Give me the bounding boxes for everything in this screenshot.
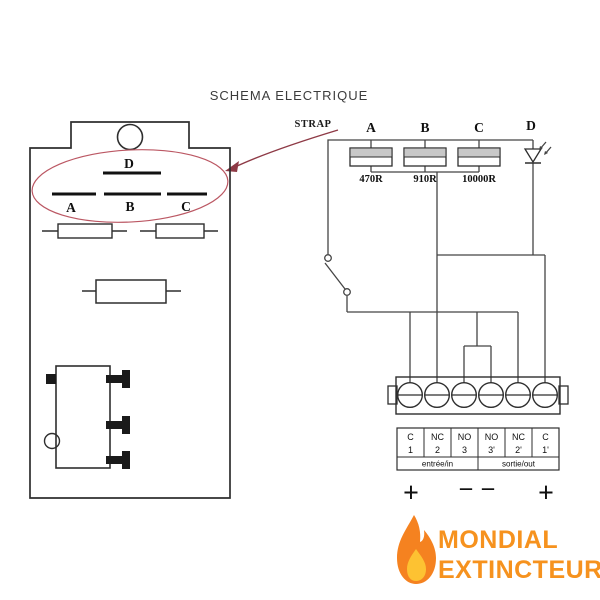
terminal-num-4: 3' (488, 445, 495, 455)
device-top-circle (116, 123, 144, 151)
connector-body (55, 365, 111, 469)
pin-bar (106, 421, 130, 429)
terminal-screw-2 (424, 382, 451, 409)
strap-arrow-line (234, 129, 339, 168)
led-arrow-head-2 (544, 151, 548, 155)
terminal-code-5: NC (512, 432, 525, 442)
terminal-screw-4 (478, 382, 505, 409)
diode-label: D (526, 118, 536, 133)
resistor-label: B (420, 120, 429, 135)
circuit-wires (327, 139, 546, 383)
terminal-num-3: 3 (462, 445, 467, 455)
device-label-b: B (125, 199, 134, 214)
connector-pin-3 (106, 451, 130, 469)
flame-icon (397, 515, 436, 584)
polarity-minus-mid: – – (459, 475, 496, 501)
terminal-table: C NC NO NO NC C 1 2 3 3' 2' 1' entrée/in… (396, 427, 560, 471)
io-label-out: sortie/out (502, 460, 536, 469)
connector-ring (43, 432, 61, 450)
polarity-plus-right: + (538, 478, 554, 509)
terminal-screw-3 (451, 382, 478, 409)
strap-arrow-icon (225, 129, 339, 172)
switch-lever (324, 262, 346, 290)
pin-bar (106, 375, 130, 383)
device-label-d: D (124, 156, 134, 171)
device-component-box (82, 279, 181, 304)
page-title: SCHEMA ELECTRIQUE (210, 88, 369, 103)
terminal-num-2: 2 (435, 445, 440, 455)
diode-triangle (523, 148, 543, 164)
resistor-body (57, 223, 113, 239)
resistor-band (349, 147, 393, 158)
resistor-label: C (474, 120, 484, 135)
terminal-screw-5 (505, 382, 532, 409)
terminal-num-5: 2' (515, 445, 522, 455)
flame-outer (397, 515, 436, 584)
resistor-value: 910R (413, 174, 437, 185)
connector-pin-1 (106, 370, 130, 388)
terminal-num-1: 1 (408, 445, 413, 455)
resistor-body (155, 223, 205, 239)
component-body (95, 279, 167, 304)
block-body (395, 376, 561, 415)
terminal-code-6: C (542, 432, 549, 442)
resistor-label: A (366, 120, 376, 135)
flame-inner (407, 549, 426, 581)
logo-line2: EXTINCTEUR (438, 556, 600, 584)
device-label-a: A (66, 200, 76, 215)
pin-head (122, 451, 130, 469)
terminal-screw-1 (397, 382, 424, 409)
strap-pads (52, 171, 207, 196)
terminal-code-4: NO (485, 432, 499, 442)
strap-highlight-ellipse (31, 149, 229, 223)
circuit-view: A 470R B 910R C 10000R D (324, 118, 569, 509)
diode-d: D (523, 118, 552, 164)
switch-contact-top (324, 254, 332, 262)
pin-head (122, 416, 130, 434)
resistor-value: 10000R (462, 174, 496, 185)
polarity-plus-left: + (403, 478, 419, 509)
device-resistor-left (42, 223, 127, 239)
resistor-band (403, 147, 447, 158)
device-view: D A B C (29, 121, 231, 499)
device-resistor-right (140, 223, 218, 239)
io-label-in: entrée/in (422, 460, 453, 469)
terminal-block (387, 376, 569, 415)
device-label-c: C (181, 199, 191, 214)
resistor-value: 470R (359, 174, 383, 185)
block-tab-right (558, 385, 569, 405)
resistor-b: B 910R (403, 120, 447, 185)
device-connector (43, 365, 130, 469)
device-outline (29, 121, 231, 499)
switch-contact-bottom (343, 288, 351, 296)
terminal-code-1: C (407, 432, 414, 442)
table-grid (397, 428, 559, 470)
resistor-c: C 10000R (457, 120, 501, 185)
resistor-band (457, 147, 501, 158)
strap-arrow-head (225, 161, 239, 172)
connector-notch (46, 374, 56, 384)
pin-head (122, 370, 130, 388)
terminal-code-3: NO (458, 432, 472, 442)
terminal-code-2: NC (431, 432, 444, 442)
pin-bar (106, 456, 130, 464)
strap-label: STRAP (295, 119, 332, 130)
logo: MONDIAL EXTINCTEUR (397, 515, 600, 584)
terminal-num-6: 1' (542, 445, 549, 455)
terminal-screw-6 (532, 382, 559, 409)
logo-line1: MONDIAL (438, 526, 558, 554)
connector-pin-2 (106, 416, 130, 434)
led-arrow-head-1 (539, 146, 543, 150)
resistor-a: A 470R (349, 120, 393, 185)
